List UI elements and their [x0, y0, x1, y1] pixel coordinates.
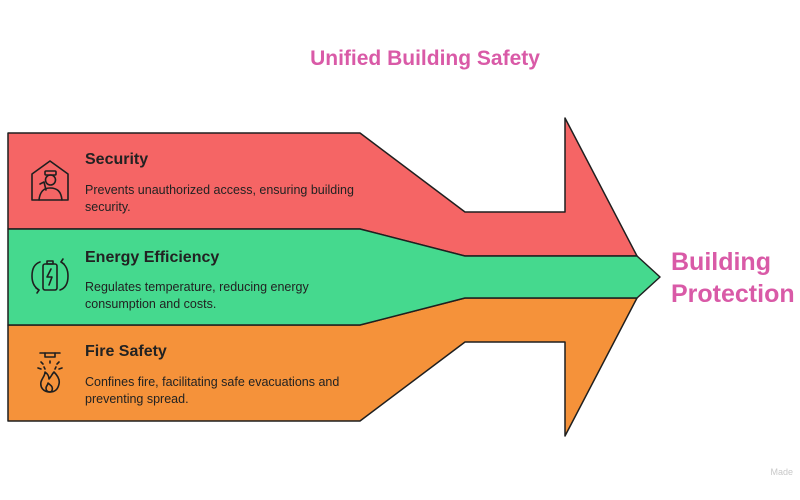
fire-safety-description: Confines fire, facilitating safe evacuat…: [85, 375, 340, 406]
security-guard-icon: [28, 158, 72, 202]
target-label-line1: Building: [671, 248, 771, 276]
target-label-line2: Protection: [671, 280, 795, 308]
fire-sprinkler-icon: [28, 350, 72, 394]
security-description: Prevents unauthorized access, ensuring b…: [85, 183, 354, 214]
target-label: Building Protection: [671, 246, 799, 310]
watermark: Made: [770, 467, 793, 477]
battery-recycle-icon: [28, 254, 72, 298]
energy-efficiency-title: Energy Efficiency: [85, 249, 220, 266]
diagram-title: Unified Building Safety: [310, 47, 540, 70]
fire-safety-title: Fire Safety: [85, 343, 167, 360]
security-title: Security: [85, 151, 149, 168]
energy-efficiency-description: Regulates temperature, reducing energy c…: [85, 280, 309, 311]
energy-efficiency-band: [7, 228, 661, 326]
